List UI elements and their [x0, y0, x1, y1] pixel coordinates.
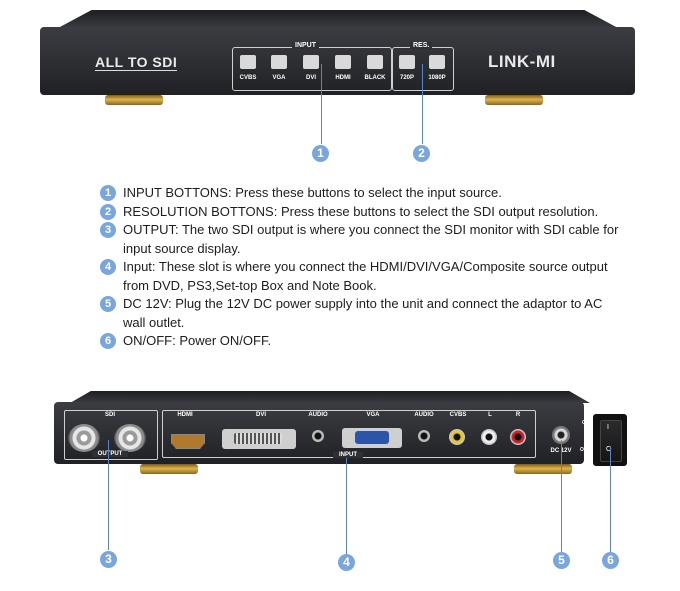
callout-badge-2: 2 — [413, 145, 430, 162]
input-button-label: VGA — [272, 75, 286, 81]
description-item: 6 ON/OFF: Power ON/OFF. — [100, 332, 620, 351]
description-text: DC 12V: Plug the 12V DC power supply int… — [123, 296, 603, 330]
audio-jack-2[interactable] — [418, 430, 430, 442]
sdi-frame — [64, 410, 158, 460]
switch-off-label: OFF — [580, 447, 590, 453]
res-group-label: RES. — [410, 42, 433, 49]
description-text: RESOLUTION BOTTONS: Press these buttons … — [123, 203, 599, 219]
callout-line-5 — [561, 440, 562, 552]
port-label-hdmi: HDMI — [177, 412, 193, 418]
hdmi-port[interactable] — [171, 434, 205, 449]
rca-l[interactable] — [481, 429, 497, 445]
input-group-label: INPUT — [292, 42, 319, 49]
description-item: 3 OUTPUT: The two SDI output is where yo… — [100, 221, 620, 258]
description-text: ON/OFF: Power ON/OFF. — [123, 333, 272, 348]
bnc-connector-2[interactable] — [114, 424, 146, 452]
port-label-audio-1: AUDIO — [308, 412, 328, 418]
port-label-r: R — [515, 412, 521, 418]
description-number: 4 — [100, 259, 116, 275]
res-group-frame — [392, 47, 454, 91]
front-top-surface — [58, 10, 618, 28]
description-list: 1 INPUT BOTTONS: Press these buttons to … — [100, 184, 620, 351]
callout-badge-3: 3 — [100, 551, 117, 568]
input-button-dvi[interactable] — [303, 55, 319, 69]
input-button-black[interactable] — [367, 55, 383, 69]
callout-line-3 — [108, 440, 109, 550]
description-item: 4 Input: These slot is where you connect… — [100, 258, 620, 295]
description-number: 3 — [100, 222, 116, 238]
switch-on-label: ON — [582, 420, 590, 426]
input-label: INPUT — [333, 452, 363, 458]
res-button-1080p[interactable] — [429, 55, 445, 69]
input-button-label: HDMI — [335, 75, 351, 81]
description-number: 1 — [100, 185, 116, 201]
input-button-cvbs[interactable] — [240, 55, 256, 69]
callout-line-1 — [321, 64, 322, 144]
description-item: 5 DC 12V: Plug the 12V DC power supply i… — [100, 295, 620, 332]
input-group-frame — [232, 47, 392, 91]
port-label-cvbs: CVBS — [449, 412, 467, 418]
description-item: 2 RESOLUTION BOTTONS: Press these button… — [100, 203, 620, 222]
input-button-label: DVI — [305, 75, 316, 81]
port-label-l: L — [488, 412, 492, 418]
callout-badge-4: 4 — [338, 554, 355, 571]
dvi-port-pins — [234, 433, 282, 444]
input-button-hdmi[interactable] — [335, 55, 351, 69]
power-switch-rocker — [600, 420, 622, 462]
callout-line-2 — [422, 64, 423, 144]
description-number: 6 — [100, 333, 116, 349]
front-brand-left: ALL TO SDI — [95, 54, 178, 71]
rear-foot-right — [514, 464, 572, 474]
res-button-label: 1080P — [428, 75, 446, 81]
front-brand-right: LINK-MI — [488, 52, 556, 71]
input-button-label: CVBS — [239, 75, 257, 81]
sdi-label: SDI — [104, 412, 115, 418]
rca-cvbs[interactable] — [449, 429, 465, 445]
description-item: 1 INPUT BOTTONS: Press these buttons to … — [100, 184, 620, 203]
description-text: Input: These slot is where you connect t… — [123, 259, 608, 293]
input-button-label: BLACK — [364, 75, 386, 81]
port-label-dvi: DVI — [255, 412, 266, 418]
port-label-vga: VGA — [366, 412, 380, 418]
res-button-720p[interactable] — [399, 55, 415, 69]
rear-foot-left — [140, 464, 198, 474]
rear-top-surface — [70, 391, 590, 403]
description-number: 2 — [100, 203, 116, 220]
switch-i-label: I — [607, 424, 609, 431]
description-number: 5 — [100, 296, 116, 312]
description-text: OUTPUT: The two SDI output is where you … — [123, 222, 619, 256]
input-button-vga[interactable] — [271, 55, 287, 69]
callout-badge-6: 6 — [602, 552, 619, 569]
callout-badge-5: 5 — [553, 552, 570, 569]
switch-o-label: O — [606, 446, 612, 453]
rca-r[interactable] — [510, 429, 526, 445]
vga-port-inner — [355, 431, 389, 444]
front-foot-right — [485, 95, 543, 105]
front-foot-left — [105, 95, 163, 105]
callout-badge-1: 1 — [312, 145, 329, 162]
audio-jack-1[interactable] — [312, 430, 324, 442]
bnc-connector-1[interactable] — [68, 424, 100, 452]
output-label: OUTPUT — [92, 451, 128, 457]
res-button-label: 720P — [399, 75, 414, 81]
port-label-audio-2: AUDIO — [414, 412, 434, 418]
description-text: INPUT BOTTONS: Press these buttons to se… — [123, 185, 502, 200]
callout-line-4 — [346, 458, 347, 554]
dc-jack[interactable] — [552, 426, 570, 444]
callout-line-6 — [610, 447, 611, 552]
dc-label: DC 12V — [550, 448, 572, 454]
